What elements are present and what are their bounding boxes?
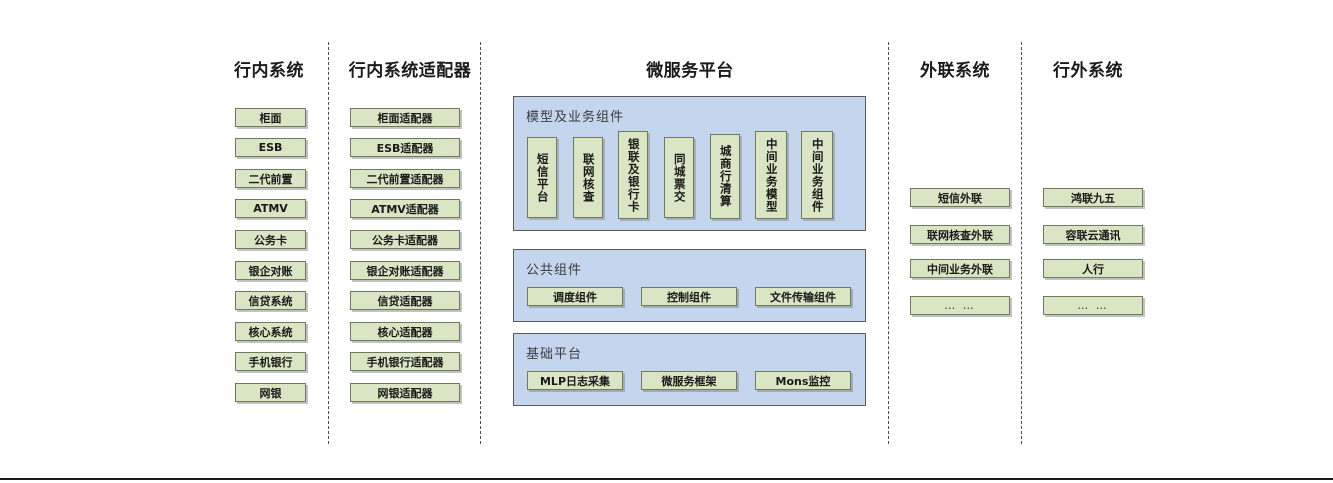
node-internal-system[interactable]: 柜面 xyxy=(235,108,306,127)
node-internal-adapter[interactable]: 柜面适配器 xyxy=(350,108,460,127)
node-internal-adapter[interactable]: ATMV适配器 xyxy=(350,199,460,218)
node-internal-system[interactable]: ATMV xyxy=(235,199,306,218)
node-base-platform-component[interactable]: MLP日志采集 xyxy=(527,371,623,390)
panel-base-platform: 基础平台 xyxy=(513,333,866,406)
node-public-component[interactable]: 调度组件 xyxy=(527,287,623,306)
node-internal-system[interactable]: 核心系统 xyxy=(235,322,306,341)
node-model-component[interactable]: 短信平台 xyxy=(527,137,557,218)
node-model-component-label: 银联及银行卡 xyxy=(626,137,641,213)
node-internal-system[interactable]: 网银 xyxy=(235,383,306,402)
node-public-component[interactable]: 控制组件 xyxy=(641,287,737,306)
panel-title-model-business-components: 模型及业务组件 xyxy=(526,110,625,125)
node-internal-adapter[interactable]: 核心适配器 xyxy=(350,322,460,341)
node-external-link-system[interactable]: 联网核查外联 xyxy=(910,225,1010,244)
panel-public-components: 公共组件 xyxy=(513,249,866,322)
node-model-component-label: 同城票交 xyxy=(672,152,687,203)
column-header-microservice-platform: 微服务平台 xyxy=(646,61,734,81)
node-internal-adapter[interactable]: 手机银行适配器 xyxy=(350,352,460,371)
node-outside-bank-system[interactable]: 容联云通讯 xyxy=(1043,225,1143,244)
node-public-component[interactable]: 文件传输组件 xyxy=(755,287,851,306)
node-internal-adapter[interactable]: ESB适配器 xyxy=(350,138,460,157)
node-model-component-label: 联网核查 xyxy=(581,152,596,203)
node-base-platform-component[interactable]: Mons监控 xyxy=(755,371,851,390)
node-model-component[interactable]: 城商行清算 xyxy=(710,134,740,219)
node-model-component[interactable]: 同城票交 xyxy=(664,137,694,218)
node-model-component[interactable]: 联网核查 xyxy=(573,137,603,218)
column-divider-4 xyxy=(1021,42,1022,444)
panel-title-public-components: 公共组件 xyxy=(526,263,583,278)
node-internal-adapter[interactable]: 公务卡适配器 xyxy=(350,230,460,249)
node-model-component[interactable]: 银联及银行卡 xyxy=(618,131,648,219)
node-outside-bank-system[interactable]: 鸿联九五 xyxy=(1043,188,1143,207)
node-internal-system[interactable]: 二代前置 xyxy=(235,169,306,188)
node-model-component-label: 城商行清算 xyxy=(718,145,733,208)
node-internal-adapter[interactable]: 信贷适配器 xyxy=(350,291,460,310)
node-internal-adapter[interactable]: 网银适配器 xyxy=(350,383,460,402)
node-model-component[interactable]: 中间业务组件 xyxy=(801,131,833,219)
column-divider-3 xyxy=(888,42,889,444)
node-external-link-system-more[interactable]: … … xyxy=(910,296,1010,315)
node-model-component-label: 中间业务组件 xyxy=(810,137,825,213)
node-outside-bank-system[interactable]: 人行 xyxy=(1043,259,1143,278)
column-divider-1 xyxy=(328,42,329,444)
node-base-platform-component[interactable]: 微服务框架 xyxy=(641,371,737,390)
node-external-link-system[interactable]: 中间业务外联 xyxy=(910,259,1010,278)
node-model-component-label: 短信平台 xyxy=(535,152,550,203)
column-divider-2 xyxy=(480,42,481,444)
node-external-link-system[interactable]: 短信外联 xyxy=(910,188,1010,207)
column-header-external-link-systems: 外联系统 xyxy=(920,61,990,81)
bottom-rule xyxy=(0,478,1333,480)
node-model-component[interactable]: 中间业务模型 xyxy=(755,131,787,219)
node-internal-system[interactable]: 银企对账 xyxy=(235,261,306,280)
node-internal-adapter[interactable]: 二代前置适配器 xyxy=(350,169,460,188)
node-internal-adapter[interactable]: 银企对账适配器 xyxy=(350,261,460,280)
column-header-internal-adapters: 行内系统适配器 xyxy=(348,61,472,81)
node-internal-system[interactable]: 信贷系统 xyxy=(235,291,306,310)
panel-title-base-platform: 基础平台 xyxy=(526,347,583,362)
node-model-component-label: 中间业务模型 xyxy=(764,137,779,213)
node-outside-bank-system-more[interactable]: … … xyxy=(1043,296,1143,315)
node-internal-system[interactable]: 公务卡 xyxy=(235,230,306,249)
column-header-internal-systems: 行内系统 xyxy=(234,61,304,81)
node-internal-system[interactable]: ESB xyxy=(235,138,306,157)
node-internal-system[interactable]: 手机银行 xyxy=(235,352,306,371)
column-header-outside-bank-systems: 行外系统 xyxy=(1053,61,1123,81)
